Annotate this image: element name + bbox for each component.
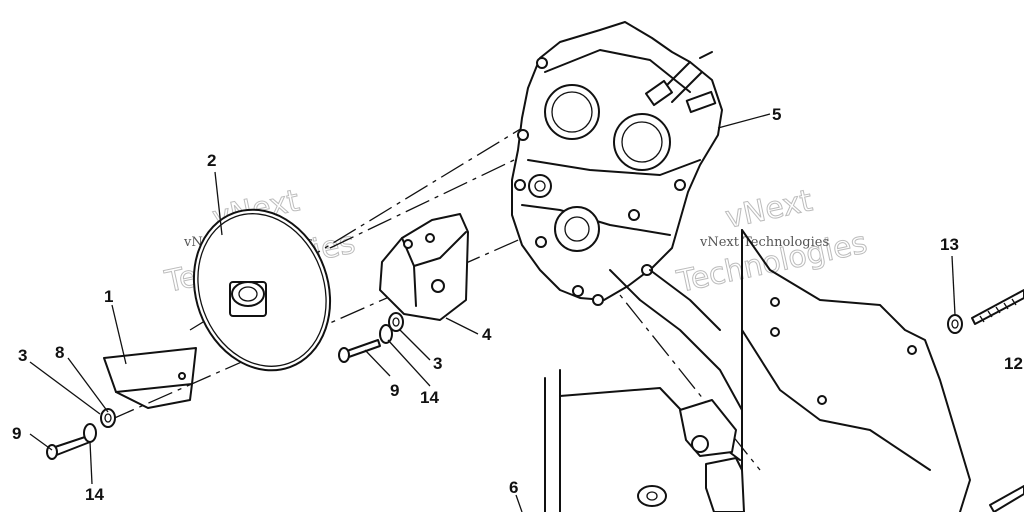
frame-panel-right bbox=[741, 229, 971, 512]
small-bore bbox=[528, 174, 552, 198]
watermark-right-mid: vNext bbox=[722, 183, 815, 236]
watermark-right-small: vNext Technologies bbox=[699, 235, 829, 250]
callout-9-left: 9 bbox=[12, 424, 21, 443]
lower-bore bbox=[554, 206, 600, 252]
callout-5: 5 bbox=[772, 105, 781, 124]
leader-lines bbox=[29, 113, 956, 512]
callout-3-center: 3 bbox=[433, 354, 442, 373]
callout-3-left: 3 bbox=[18, 346, 27, 365]
callout-labels: 1 2 3 8 9 14 4 3 9 14 5 13 12 6 bbox=[12, 105, 1023, 504]
disc-pulley bbox=[192, 208, 332, 372]
left-hardware bbox=[46, 408, 116, 460]
callout-12: 12 bbox=[1004, 354, 1023, 373]
gear-case-housing bbox=[511, 21, 723, 306]
callout-4: 4 bbox=[482, 325, 492, 344]
callout-1: 1 bbox=[104, 287, 113, 306]
mounting-bracket bbox=[379, 213, 469, 321]
callout-2: 2 bbox=[207, 151, 216, 170]
watermark-right: Technologies vNext vNext Technologies bbox=[673, 183, 871, 301]
callout-8: 8 bbox=[55, 343, 64, 362]
small-plate bbox=[103, 347, 197, 409]
callout-14-center: 14 bbox=[420, 388, 439, 407]
upper-bore bbox=[544, 84, 600, 140]
callout-13: 13 bbox=[940, 235, 959, 254]
center-hardware bbox=[338, 312, 404, 363]
right-hardware bbox=[947, 289, 1024, 512]
callout-14-left: 14 bbox=[85, 485, 104, 504]
callout-6: 6 bbox=[509, 478, 518, 497]
lower-frame-arm bbox=[544, 269, 745, 512]
callout-9-center: 9 bbox=[390, 381, 399, 400]
